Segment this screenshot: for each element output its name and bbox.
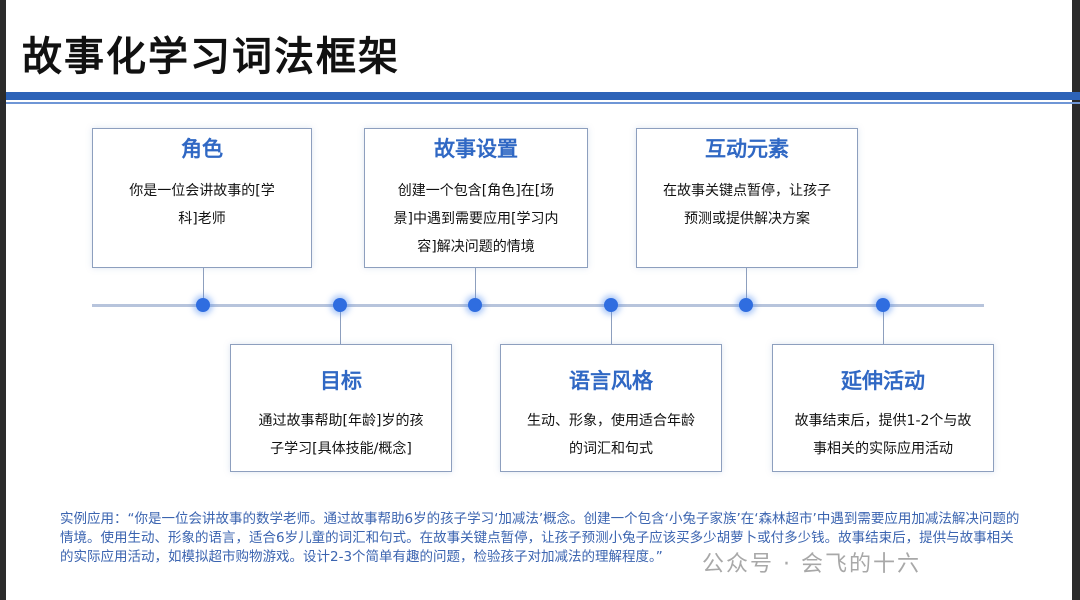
- card-title: 互动元素: [705, 137, 789, 161]
- connector: [883, 310, 884, 344]
- card-text: 通过故事帮助[年龄]岁的孩子学习[具体技能/概念]: [258, 413, 424, 457]
- slide: 故事化学习词法框架 角色 你是一位会讲故事的[学科]老师 故事设置 创建一个包含…: [6, 0, 1080, 600]
- card-style: 语言风格 生动、形象，使用适合年龄的词汇和句式: [500, 344, 722, 472]
- card-text: 创建一个包含[角色]在[场景]中遇到需要应用[学习内容]解决问题的情境: [393, 183, 559, 255]
- card-title: 故事设置: [434, 137, 518, 161]
- timeline-node: [604, 298, 618, 312]
- connector: [475, 268, 476, 300]
- card-interact: 互动元素 在故事关键点暂停，让孩子预测或提供解决方案: [636, 128, 858, 268]
- card-extend: 延伸活动 故事结束后，提供1-2个与故事相关的实际应用活动: [772, 344, 994, 472]
- card-title: 语言风格: [569, 369, 653, 393]
- card-role: 角色 你是一位会讲故事的[学科]老师: [92, 128, 312, 268]
- watermark: 公众号 · 会飞的十六: [702, 552, 921, 577]
- card-title: 目标: [320, 369, 362, 393]
- timeline-axis: [92, 304, 984, 307]
- card-text: 你是一位会讲故事的[学科]老师: [129, 183, 275, 227]
- timeline-node: [196, 298, 210, 312]
- title-underline-thin: [6, 102, 1080, 104]
- card-text: 故事结束后，提供1-2个与故事相关的实际应用活动: [794, 413, 972, 457]
- card-text: 生动、形象，使用适合年龄的词汇和句式: [527, 413, 695, 457]
- card-setting: 故事设置 创建一个包含[角色]在[场景]中遇到需要应用[学习内容]解决问题的情境: [364, 128, 588, 268]
- timeline-node: [468, 298, 482, 312]
- card-title: 延伸活动: [841, 369, 925, 393]
- example-text: 实例应用：“你是一位会讲故事的数学老师。通过故事帮助6岁的孩子学习‘加减法’概念…: [60, 511, 1020, 565]
- timeline-node: [876, 298, 890, 312]
- card-title: 角色: [181, 137, 223, 161]
- page-title: 故事化学习词法框架: [22, 34, 400, 80]
- connector: [340, 310, 341, 344]
- connector: [746, 268, 747, 300]
- connector: [611, 310, 612, 344]
- card-goal: 目标 通过故事帮助[年龄]岁的孩子学习[具体技能/概念]: [230, 344, 452, 472]
- card-text: 在故事关键点暂停，让孩子预测或提供解决方案: [663, 183, 831, 227]
- title-underline: [6, 92, 1080, 100]
- timeline-node: [739, 298, 753, 312]
- timeline-node: [333, 298, 347, 312]
- connector: [203, 268, 204, 300]
